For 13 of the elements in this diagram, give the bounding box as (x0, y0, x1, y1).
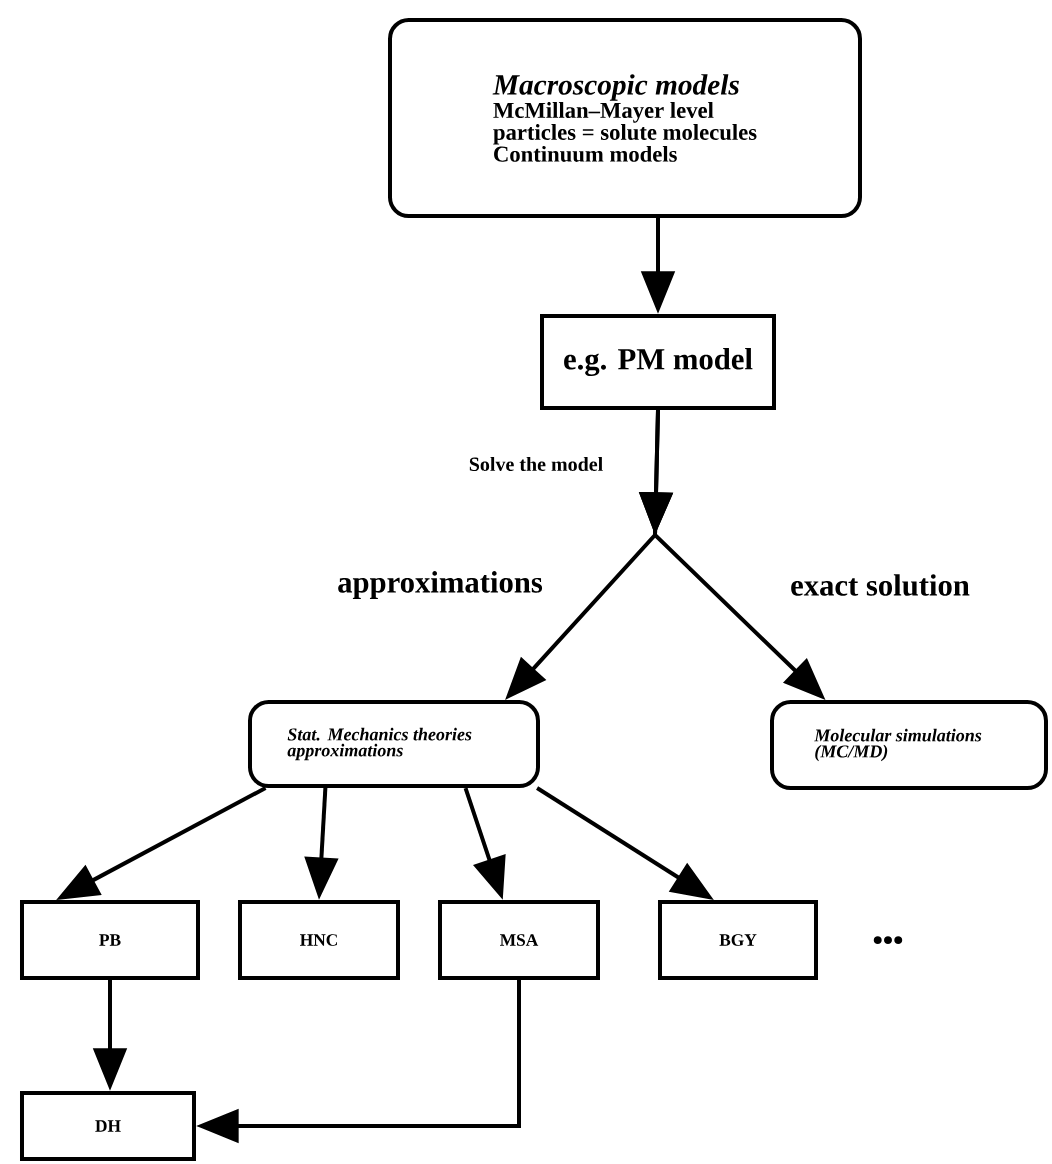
model-box: Macroscopic models McMillan–Mayer level particles = solute molecules Continuum models (388, 18, 862, 218)
method-box: PB (20, 900, 200, 980)
theory-box: Stat. Mechanics theories approximations (248, 700, 540, 788)
method-box: HNC (238, 900, 400, 980)
simulation-box: Molecular simulations (MC/MD) (770, 700, 1048, 790)
edge-label: exact solution (787, 571, 973, 599)
method-box: BGY (658, 900, 818, 980)
model-box: e.g. PM model (540, 314, 776, 410)
edge-label: approximations (334, 568, 546, 602)
ellipsis: ••• (873, 936, 903, 945)
annotation-text: Solve the model (469, 457, 603, 472)
method-box: DH (20, 1091, 196, 1161)
method-box: MSA (438, 900, 600, 980)
